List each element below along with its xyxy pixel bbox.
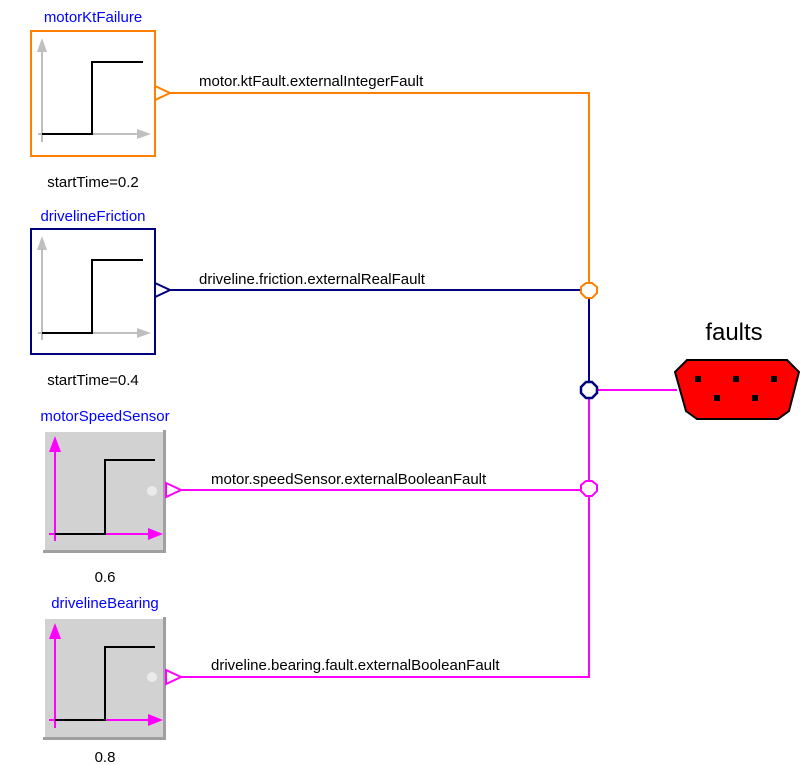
connection-driveline-bearing[interactable]: driveline.bearing.fault.externalBooleanF… (181, 497, 590, 678)
block-param-label: startTime=0.4 (47, 372, 139, 389)
block-param-label: 0.6 (95, 569, 116, 586)
wire[interactable] (181, 497, 590, 678)
junction-node-icon[interactable] (580, 480, 598, 497)
step-icon (37, 38, 151, 142)
boolean-step-icon (49, 623, 163, 728)
block-param-label: 0.8 (95, 749, 116, 765)
block-name-label: drivelineFriction (40, 208, 145, 225)
boolean-step-icon (49, 436, 163, 541)
junction-node-icon[interactable] (579, 380, 599, 400)
bus-title: faults (705, 319, 762, 346)
connection-motor-ktfault[interactable]: motor.ktFault.externalIntegerFault (170, 73, 590, 283)
junction-node-icon[interactable] (580, 282, 598, 299)
connection-label: driveline.friction.externalRealFault (199, 271, 426, 288)
block-name-label: motorKtFailure (44, 9, 142, 26)
output-port-icon[interactable] (165, 668, 184, 686)
block-param-label: startTime=0.2 (47, 174, 139, 191)
block-drivelineFriction[interactable]: drivelineFriction startTime=0.4 (30, 208, 173, 389)
connection-label: driveline.bearing.fault.externalBooleanF… (211, 657, 500, 674)
bus-connector-icon (673, 359, 800, 420)
connection-motor-speedsensor[interactable]: motor.speedSensor.externalBooleanFault (181, 471, 581, 491)
connection-label: motor.speedSensor.externalBooleanFault (211, 471, 487, 488)
wire[interactable] (170, 92, 590, 283)
connection-driveline-friction[interactable]: driveline.friction.externalRealFault (170, 271, 590, 383)
output-port-icon[interactable] (154, 281, 173, 299)
block-drivelineBearing[interactable]: drivelineBearing 0.8 (43, 595, 184, 765)
block-motorSpeedSensor[interactable]: motorSpeedSensor 0.6 (40, 408, 184, 586)
connection-label: motor.ktFault.externalIntegerFault (199, 73, 424, 90)
step-icon (37, 236, 151, 340)
output-port-icon[interactable] (154, 84, 173, 102)
faults-bus-connector[interactable]: faults (673, 319, 800, 420)
block-name-label: drivelineBearing (51, 595, 159, 612)
block-motorKtFailure[interactable]: motorKtFailure startTime=0.2 (30, 9, 173, 191)
block-name-label: motorSpeedSensor (40, 408, 169, 425)
output-port-icon[interactable] (165, 481, 184, 499)
